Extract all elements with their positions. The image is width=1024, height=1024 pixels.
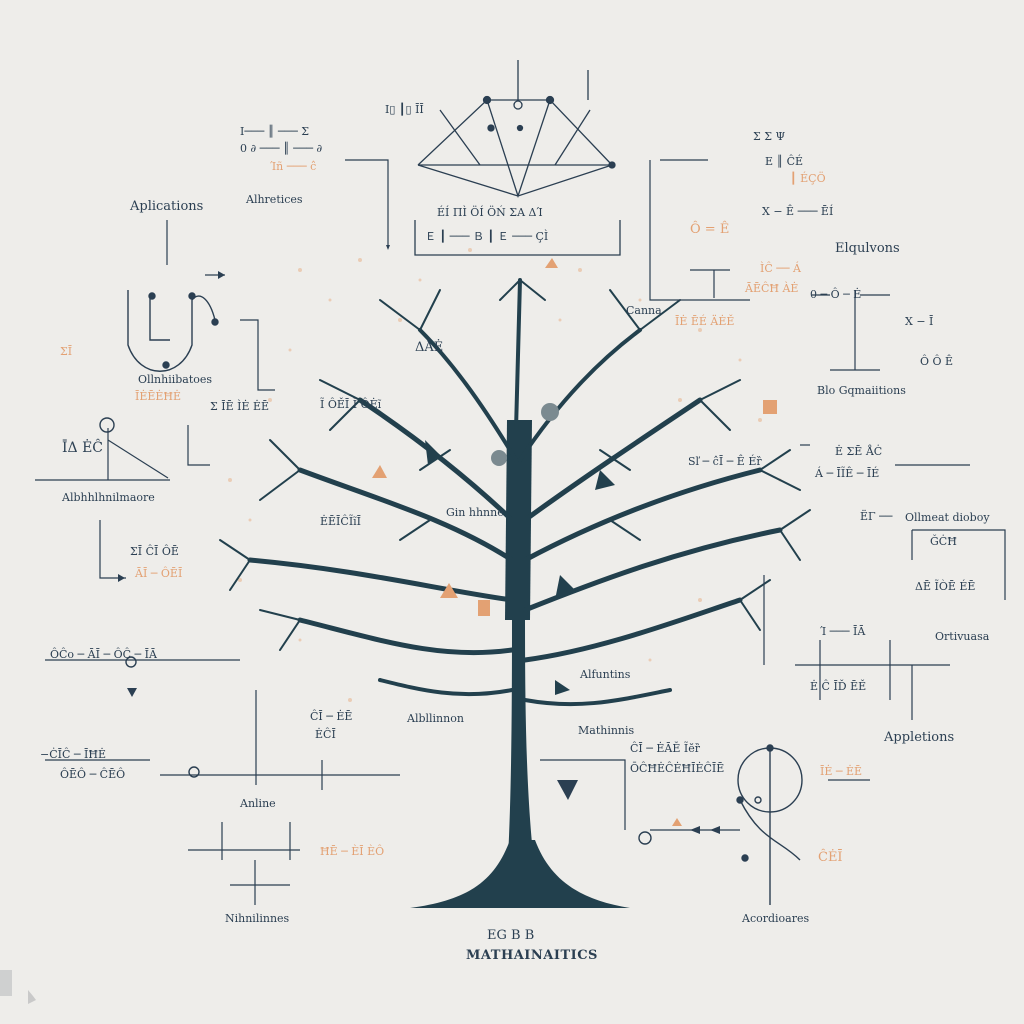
formula-glyph: Ί ─── ĪĀ bbox=[820, 625, 866, 638]
formula-glyph: Ô = Ê bbox=[690, 222, 730, 237]
formula-glyph: X − Ī bbox=[905, 315, 934, 328]
formula-glyph: ΔÅĖ bbox=[415, 340, 444, 355]
formula-glyph: ĖĈĪ bbox=[315, 728, 336, 741]
label-nihninnos: Nihnilinnes bbox=[225, 912, 290, 925]
tree bbox=[219, 278, 811, 908]
label-algebra: Alhretices bbox=[246, 193, 303, 206]
formula-glyph: Ι─── ║ ─── Σ bbox=[240, 125, 309, 138]
formula-glyph: ΣĪ bbox=[60, 345, 73, 358]
label-mathematics-left: Albhhlhnilmaore bbox=[62, 491, 155, 504]
arrows bbox=[118, 245, 720, 834]
formula-glyph: Ô Ô Ê bbox=[920, 355, 954, 368]
formula-glyph: ǦĊĦ bbox=[930, 535, 957, 548]
formula-glyph: 0 ∂ ─── ║ ─── ∂ bbox=[240, 142, 323, 155]
formula-glyph: ĪĖĒĖĦĖ bbox=[135, 390, 182, 403]
formula-glyph: E ║ ĈÉ bbox=[765, 155, 804, 168]
label-acordibres: Acordioares bbox=[742, 912, 810, 925]
formula-glyph: Ｅ ┃ ─── Ｂ ┃ Ｅ ─── ÇÌ bbox=[425, 230, 549, 243]
formula-glyph: Σ Σ Ψ bbox=[753, 130, 786, 143]
formula-glyph: ĦĒ ─ ÈĪ ÈÔ bbox=[320, 845, 385, 858]
formula-glyph: ĈĪ ─ ĖĒ bbox=[310, 710, 353, 723]
formula-glyph: 0 ─ Ô ─ Ė bbox=[810, 288, 862, 301]
label-geometry: Ortivuasa bbox=[935, 630, 990, 643]
formula-glyph: ĈĪ ─ ĖĀĔ Ĩĕȑ bbox=[630, 742, 700, 755]
formula-glyph: X − Ê ─── ĒÍ bbox=[762, 205, 834, 218]
label-canna: Canna bbox=[626, 304, 662, 317]
formula-glyph: ĀĪ ─ ÔĒĪ bbox=[135, 567, 183, 580]
title-sub: EG B B bbox=[487, 928, 535, 943]
formula-glyph: −ĊĪĈ ─ ĪĦĖ bbox=[40, 748, 106, 761]
label-aboutory: Ollmeat dioboy bbox=[905, 511, 990, 524]
formula-glyph: ŌĈĦĖĈĖĦĪĖĈĪĒ bbox=[630, 762, 725, 775]
formula-glyph: ÉÍ ΠÌ ÖÍ ÖŃ ΣΑ ΔΊ bbox=[437, 206, 543, 219]
formula-glyph: Ė ΣĒ ÅĊ bbox=[835, 445, 883, 458]
label-gin-manline: Gin hhnne bbox=[446, 506, 504, 519]
formula-glyph: ĪĖ ĒÉ ÄĖĚ bbox=[675, 315, 735, 328]
circle-graph-right bbox=[99, 417, 803, 905]
label-equations: Elqulvons bbox=[835, 241, 900, 256]
formula-glyph: ┃ ÉÇÖ bbox=[790, 172, 826, 185]
label-anline: Anline bbox=[240, 797, 276, 810]
branch-symbols bbox=[425, 403, 615, 800]
label-applications-bottom-right: Appletions bbox=[884, 730, 955, 745]
formula-glyph: ĈĖĪ bbox=[818, 850, 843, 865]
label-moth: Mathinnis bbox=[578, 724, 635, 737]
formula-glyph: ËΓ ── bbox=[860, 510, 893, 523]
formula-glyph: Sľ ─ ĉĪ ─ Ê Éȑ bbox=[688, 455, 762, 468]
formula-glyph: ĪĖ ─ ĖĒ bbox=[820, 765, 863, 778]
page-title: MATHAINAITICS bbox=[466, 948, 598, 963]
waveform-left bbox=[127, 290, 219, 372]
formula-glyph: Ĩ ÔĚĪ Ĭ ÔĖĩ bbox=[320, 398, 382, 411]
formula-glyph: ĀĒĈĦ ÀĖ bbox=[745, 282, 799, 295]
formula-glyph: ÔĒÔ ─ ĈĒÔ bbox=[60, 768, 126, 781]
formula-cloud bbox=[228, 248, 782, 702]
formula-glyph: ĪΔ ĖĈ bbox=[62, 440, 104, 456]
label-calculus: Ollnhiibatoes bbox=[138, 373, 213, 386]
formula-glyph: ĖĒĪĈĨĩĪ bbox=[320, 515, 362, 528]
label-albfunction: Alfuntins bbox=[580, 668, 631, 681]
formula-glyph: Ι▯ ┃▯ ĪĪ bbox=[385, 103, 424, 116]
pixelated-watermark bbox=[0, 970, 12, 996]
formula-glyph: Ίñ ─── ĉ bbox=[270, 160, 317, 173]
label-applications-top-left: Aplications bbox=[130, 199, 204, 214]
formula-glyph: ÌĈ ── Á bbox=[760, 262, 801, 275]
formula-glyph: ΔĒ ĨÒĒ ÉĒ bbox=[915, 580, 976, 593]
top-network bbox=[414, 60, 621, 256]
formula-glyph: Á ─ ĪĨÊ ─ ĪÉ bbox=[815, 467, 880, 480]
label-bio: Blo Gqmaiitions bbox=[817, 384, 906, 397]
formula-glyph: Σ ĪĒ ÌĖ ĖĒ bbox=[210, 400, 270, 413]
formula-glyph: ÔĈo ─ ĀĪ ─ ÔĈ ─ ĪĀ bbox=[50, 648, 157, 661]
connectors bbox=[35, 159, 1006, 905]
formula-glyph: Ė Ĉ ĪĎ ĒĚ bbox=[810, 680, 867, 693]
label-alblinnon: Albllinnon bbox=[407, 712, 464, 725]
bing-logo-icon bbox=[28, 990, 36, 1004]
accent-shapes bbox=[372, 258, 777, 616]
formula-glyph: ΣĪ ĈĪ ÔĒ bbox=[130, 545, 179, 558]
